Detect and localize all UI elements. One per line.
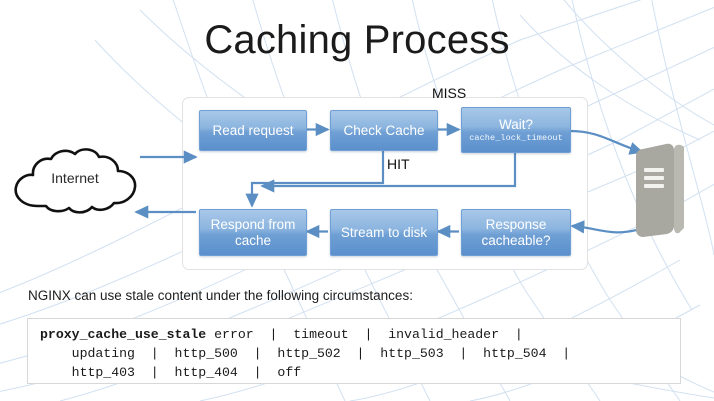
flow-box-label: Respond from cache: [210, 217, 296, 248]
flow-box-label: Stream to disk: [340, 224, 428, 240]
flow-box-sublabel-cache-lock-timeout: cache_lock_timeout: [469, 132, 563, 143]
flow-box-read-request[interactable]: Read request: [199, 110, 307, 151]
edge-label-miss: MISS: [432, 85, 467, 101]
edge-label-hit: HIT: [387, 156, 410, 172]
flow-box-label: Response cacheable?: [481, 217, 551, 248]
directive-code-block: proxy_cache_use_stale error | timeout | …: [27, 318, 681, 384]
code-line-1: proxy_cache_use_stale error | timeout | …: [28, 325, 680, 344]
directive-args-1: error | timeout | invalid_header |: [206, 327, 523, 342]
flow-box-stream-to-disk[interactable]: Stream to disk: [330, 209, 438, 256]
server-icon: [636, 143, 684, 237]
caption-text: NGINX can use stale content under the fo…: [28, 288, 413, 303]
flow-box-label: Read request: [212, 122, 294, 138]
flow-box-respond-from-cache[interactable]: Respond from cache: [199, 209, 307, 256]
internet-cloud-label: Internet: [51, 170, 99, 186]
flow-box-response-cacheable[interactable]: Response cacheable?: [461, 209, 571, 256]
code-line-2: updating | http_500 | http_502 | http_50…: [40, 346, 571, 361]
code-line-3: http_403 | http_404 | off: [40, 365, 302, 380]
flow-box-label: Wait?: [498, 116, 533, 132]
directive-name: proxy_cache_use_stale: [40, 327, 207, 342]
flow-box-label: Check Cache: [343, 122, 425, 138]
flow-box-check-cache[interactable]: Check Cache: [330, 110, 438, 151]
flow-box-wait[interactable]: Wait? cache_lock_timeout: [461, 107, 571, 153]
page-title: Caching Process: [204, 18, 510, 62]
